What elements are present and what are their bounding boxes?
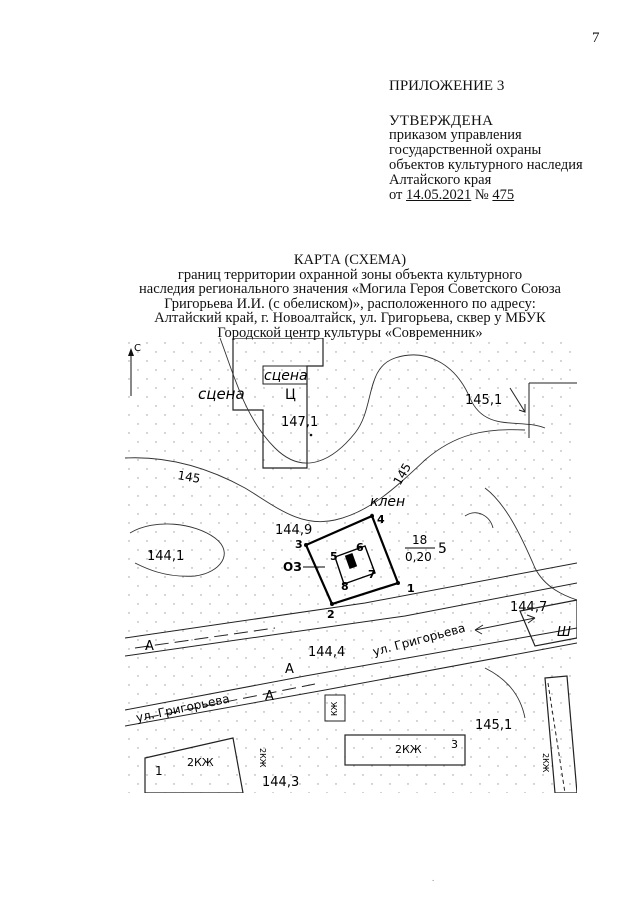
fraction-bottom: 0,20 [405, 550, 432, 564]
footer-dot: . [432, 873, 435, 883]
site-map: С сцена Ц сцена 147,1 145 145 145,1 клен… [125, 338, 577, 793]
street-dash-1 [134, 627, 276, 649]
zone-label: ОЗ [283, 560, 302, 574]
contour-right [484, 487, 577, 601]
contour-label-145-left: 145 [176, 468, 201, 486]
stage-building [232, 338, 324, 469]
street-edge-lower [125, 582, 577, 657]
north-arrow-head [128, 348, 134, 356]
label-kzh: КЖ [330, 701, 339, 716]
fraction-index: 5 [438, 541, 447, 557]
street-dash-2 [144, 683, 316, 719]
contour-left-blob [129, 523, 225, 577]
order-line-2: государственной охраны [389, 142, 542, 158]
building-right-column [544, 675, 577, 793]
height-144-3: 144,3 [262, 775, 299, 790]
point-8: 8 [341, 580, 349, 593]
order-date-line: от 14.05.2021 № 475 [389, 188, 514, 203]
marker-a-3: А [265, 689, 274, 704]
direction-arrow-1 [474, 614, 536, 635]
height-145-1-top: 145,1 [465, 393, 502, 408]
point-2: 2 [327, 608, 335, 621]
fraction-top: 18 [412, 533, 427, 547]
order-date: 14.05.2021 [406, 187, 472, 203]
north-label: С [134, 343, 141, 354]
height-144-9: 144,9 [275, 523, 312, 538]
height-144-1: 144,1 [147, 549, 184, 564]
title-line-1: границ территории охранной зоны объекта … [177, 266, 523, 283]
street-edge-upper [125, 562, 577, 639]
contour-small [464, 512, 494, 529]
appendix-label: ПРИЛОЖЕНИЕ 3 [389, 78, 505, 94]
street-edge-road2 [125, 627, 577, 711]
building-kzh [324, 694, 346, 722]
title-line-5: Городской центр культуры «Современник» [217, 324, 483, 341]
hatched-edge [547, 682, 566, 793]
label-2kzh-a: 2КЖ [187, 756, 214, 769]
title-line-3: Григорьева И.И. (с обелиском)», располож… [164, 295, 536, 312]
building-number-3: 3 [451, 738, 458, 751]
point-1: 1 [407, 582, 415, 595]
contour-upper [219, 338, 546, 464]
map-heading: КАРТА (СХЕМА) [293, 252, 407, 268]
label-sh: Ш [557, 625, 571, 640]
marker-a-2: А [285, 662, 294, 677]
page-number: 7 [592, 30, 600, 46]
maple-label: клен [370, 494, 405, 510]
building-left-lower [144, 737, 244, 793]
street-edge-road3 [125, 642, 577, 727]
label-2kzh-c: 2КЖ [395, 743, 422, 756]
order-line-3: объектов культурного наследия [389, 157, 583, 173]
contour-bottom-right [484, 667, 526, 719]
date-prefix: от [389, 187, 403, 203]
monument-boundary [334, 545, 376, 585]
height-147-1: 147,1 [281, 415, 318, 430]
title-block: КАРТА (СХЕМА) границ территории охранной… [100, 253, 600, 341]
building-number-1: 1 [155, 764, 163, 778]
point-3: 3 [295, 538, 303, 551]
height-144-7: 144,7 [510, 600, 547, 615]
title-line-2: наследия регионального значения «Могила … [139, 281, 561, 298]
point-6: 6 [356, 541, 364, 554]
label-2kzh-d: 2КЖ [541, 753, 550, 773]
stage-label-left: сцена [198, 385, 245, 403]
contour-145 [125, 429, 526, 523]
point-7: 7 [368, 568, 376, 581]
approved-label: УТВЕРЖДЕНА [389, 113, 494, 129]
point-arrow [509, 387, 526, 413]
obelisk [344, 553, 358, 569]
marker-a-1: А [145, 639, 154, 654]
title-line-4: Алтайский край, г. Новоалтайск, ул. Григ… [154, 310, 546, 327]
height-144-4: 144,4 [308, 645, 345, 660]
point-4: 4 [377, 513, 385, 526]
order-line-1: приказом управления [389, 127, 522, 143]
building-center-lower [344, 734, 466, 766]
building-right-lower [519, 599, 577, 647]
order-line-4: Алтайского края [389, 172, 492, 188]
label-2kzh-b: 2КЖ [258, 748, 267, 768]
number-prefix: № [474, 187, 489, 203]
order-number: 475 [492, 187, 515, 203]
stage-label-top: сцена [264, 368, 308, 384]
building-code: Ц [285, 387, 296, 403]
point-5: 5 [330, 550, 338, 563]
height-145-1-bottom: 145,1 [475, 718, 512, 733]
